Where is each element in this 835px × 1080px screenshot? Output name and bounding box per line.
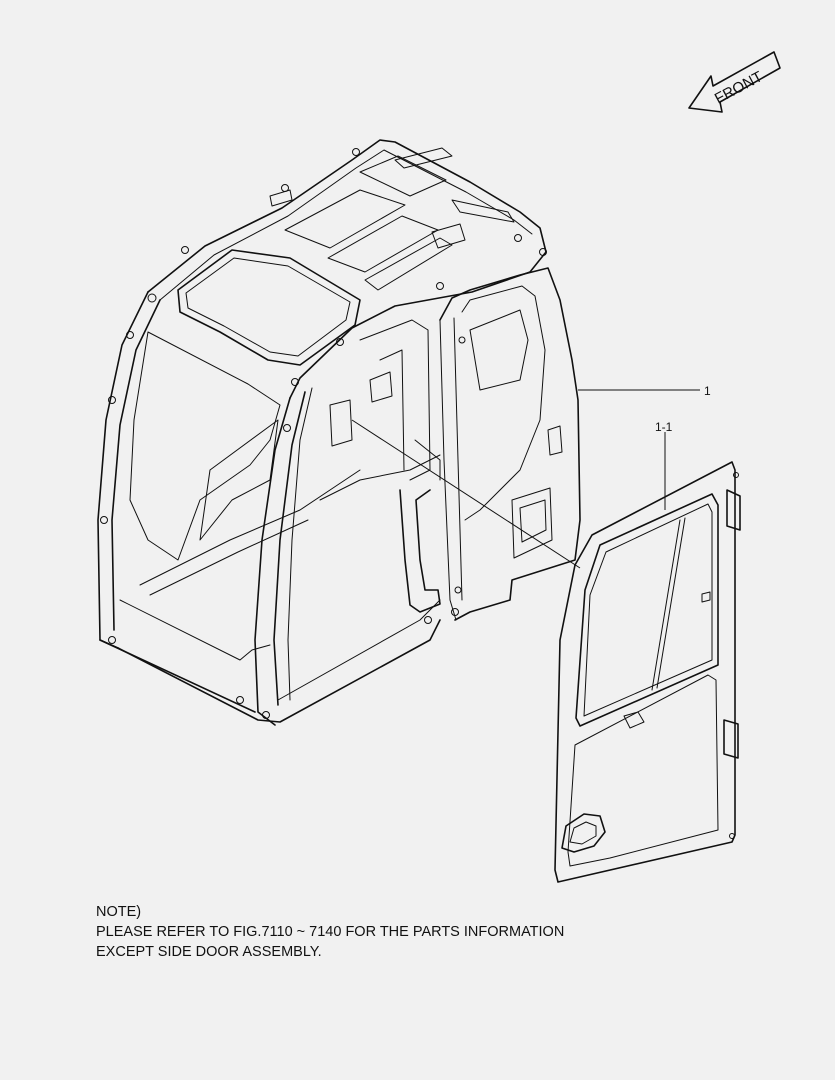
- front-arrow-label: FRONT: [712, 68, 766, 107]
- note-line-2: EXCEPT SIDE DOOR ASSEMBLY.: [96, 944, 322, 960]
- front-arrow: FRONT: [688, 51, 781, 113]
- side-door: [554, 461, 741, 883]
- note-heading: NOTE): [96, 904, 142, 920]
- note-block: NOTE) PLEASE REFER TO FIG.7110 ~ 7140 FO…: [96, 902, 564, 962]
- leader-lines: [351, 389, 700, 569]
- cab-frame: [97, 139, 581, 726]
- callout-1: 1: [704, 384, 711, 398]
- note-line-1: PLEASE REFER TO FIG.7110 ~ 7140 FOR THE …: [96, 924, 565, 940]
- callout-1-1: 1-1: [655, 420, 673, 434]
